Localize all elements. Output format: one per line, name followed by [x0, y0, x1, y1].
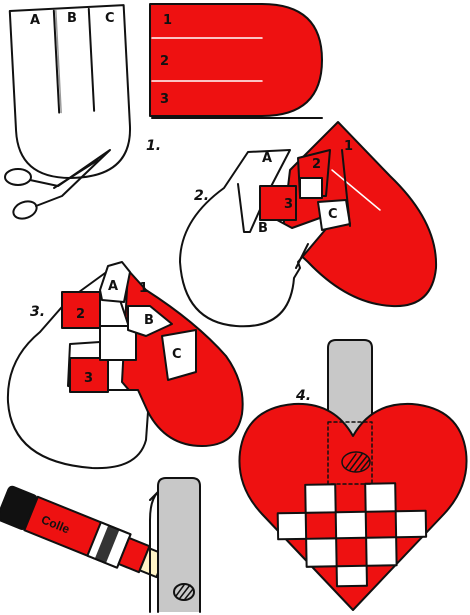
- red-paper-piece: [149, 3, 323, 119]
- scissors-icon: [4, 149, 111, 220]
- white-paper-piece: [8, 4, 131, 179]
- step-2-panel: A B C 1 2 3 2.: [179, 121, 438, 328]
- woven-checkerboard: [276, 482, 428, 588]
- strip-label-a: A: [30, 13, 40, 28]
- step-3-panel: A B C 1 2 3 3.: [6, 261, 244, 470]
- step3-label-c: C: [172, 347, 182, 362]
- glue-spot-hatch: [341, 451, 371, 473]
- handle-strip-with-glue: [149, 477, 201, 613]
- step-number-2: 2.: [194, 188, 209, 204]
- step3-label-1: 1: [139, 281, 148, 296]
- step-number-1: 1.: [146, 138, 161, 154]
- step-number-4: 4.: [295, 388, 311, 404]
- glue-stick-icon: Colle: [0, 485, 167, 579]
- strip-label-b: B: [67, 11, 77, 26]
- strip-label-2: 2: [160, 54, 169, 69]
- step3-label-b: B: [144, 313, 154, 328]
- step-4-panel: 4.: [238, 339, 468, 611]
- step3-label-a: A: [108, 279, 118, 294]
- step2-label-c: C: [328, 207, 338, 222]
- step2-label-3: 3: [284, 197, 293, 212]
- step2-label-1: 1: [344, 139, 353, 154]
- step-number-3: 3.: [30, 304, 45, 320]
- step3-label-3: 3: [84, 371, 93, 386]
- step2-label-2: 2: [312, 157, 321, 172]
- step2-label-b: B: [258, 221, 268, 236]
- strip-label-3: 3: [160, 92, 169, 107]
- strip-label-c: C: [105, 11, 115, 26]
- step3-label-2: 2: [76, 307, 85, 322]
- step2-label-a: A: [262, 151, 272, 166]
- step-1-panel: A B C 1 2 3 1.: [4, 3, 323, 220]
- strip-label-1: 1: [163, 13, 172, 28]
